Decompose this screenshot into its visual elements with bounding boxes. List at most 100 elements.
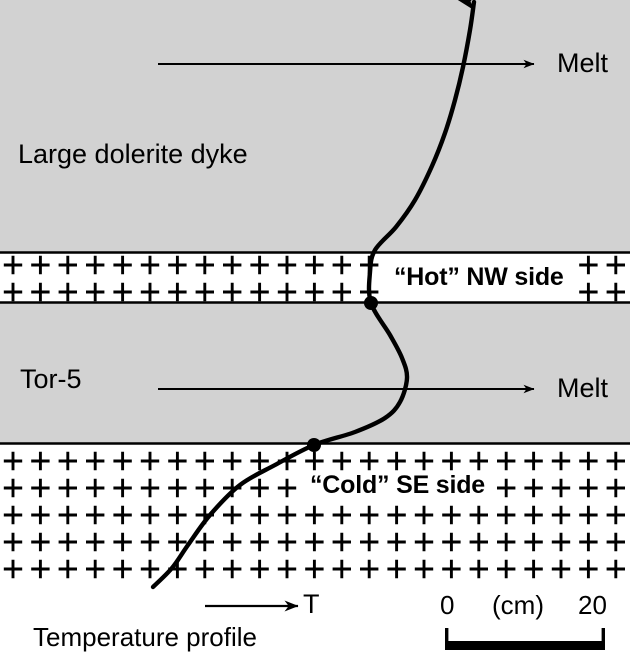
hatch-plus [442,505,461,525]
hatch-plus [250,478,269,498]
hatch-plus [223,559,242,579]
hatch-plus [442,559,461,579]
hatch-plus [250,282,269,302]
hatch-plus [551,505,571,525]
hatch-plus [195,559,214,579]
hatch-plus [277,478,297,498]
hatch-plus [606,451,625,471]
hatch-plus [277,532,297,552]
hatch-plus [168,532,187,552]
hatch-plus [332,505,351,525]
hatch-plus [140,282,160,302]
hatch-plus [579,478,598,498]
hatch-plus [524,505,543,525]
hatch-plus [168,282,187,302]
hatch-plus [579,282,598,302]
hatch-plus [277,255,297,275]
hatch-plus [3,255,23,275]
hatch-plus [31,478,50,498]
melt-label-top: Melt [557,48,609,78]
hatch-plus [305,255,324,275]
hatch-plus [277,559,297,579]
hatch-plus [524,559,543,579]
hatch-plus [113,532,132,552]
scale-bar-label-unit: (cm) [492,590,544,620]
hatch-plus [31,505,50,525]
hatch-plus [223,282,242,302]
temperature-profile-curve [150,0,477,590]
hatch-plus [277,282,297,302]
hatch-plus [442,532,461,552]
hatch-plus [360,559,379,579]
hatch-plus [332,532,351,552]
unit-tor5 [0,303,630,443]
hatch-plus [497,451,516,471]
hatch-plus [387,451,406,471]
hatch-plus [579,532,598,552]
melt-label-bottom: Melt [557,373,609,403]
hatch-plus [195,282,214,302]
unit-label-tor5: Tor-5 [20,364,82,394]
hatch-plus [332,255,351,275]
hatch-plus [223,532,242,552]
hatch-plus [250,532,269,552]
hatch-plus [86,451,105,471]
hatch-plus [31,559,50,579]
unit-large-dolerite-dyke [0,0,630,252]
hatch-plus [551,451,571,471]
hatch-plus [140,505,160,525]
hatch-plus [606,478,625,498]
hatch-plus [305,451,324,471]
hatch-plus [113,505,132,525]
hatch-plus [3,451,23,471]
hatch-plus [3,532,23,552]
hatch-plus [606,255,625,275]
hatch-plus [86,282,105,302]
hatch-plus [113,559,132,579]
hatch-plus [551,559,571,579]
hatch-plus [195,451,214,471]
hatch-plus [250,505,269,525]
hatch-plus [469,505,488,525]
scale-bar-label-max: 20 [578,590,607,620]
scale-bar-label-min: 0 [440,590,455,620]
hatch-plus [305,532,324,552]
figure-caption: Temperature profile [33,622,257,652]
unit-label-large-dolerite-dyke: Large dolerite dyke [18,139,248,169]
hatch-plus [387,505,406,525]
hatch-plus [113,282,132,302]
hatch-plus [332,559,351,579]
hatch-plus [606,282,625,302]
hatch-plus [3,478,23,498]
hatch-plus [524,478,543,498]
hatch-plus [524,532,543,552]
hatch-plus [305,559,324,579]
hatch-plus [113,478,132,498]
hatch-plus [195,478,214,498]
hatch-plus [31,532,50,552]
contact-temperature-points [307,296,378,452]
hatch-plus [414,532,434,552]
hatch-plus [140,451,160,471]
hatch-plus [469,532,488,552]
hatch-plus [469,451,488,471]
scale-bar [445,628,605,650]
hatch-plus [86,255,105,275]
hatch-plus [58,451,77,471]
hatch-plus [250,451,269,471]
hatch-plus [58,478,77,498]
hatch-plus [360,451,379,471]
hatch-plus [579,451,598,471]
hatch-plus [497,478,516,498]
hatch-plus [86,559,105,579]
hatch-plus [497,505,516,525]
hatch-plus [497,532,516,552]
hatch-plus [332,282,351,302]
hatch-plus [360,532,379,552]
hatch-plus [223,505,242,525]
scale-bar-body [445,641,605,650]
hatch-plus [414,451,434,471]
hatch-plus [305,282,324,302]
hatch-plus [579,255,598,275]
